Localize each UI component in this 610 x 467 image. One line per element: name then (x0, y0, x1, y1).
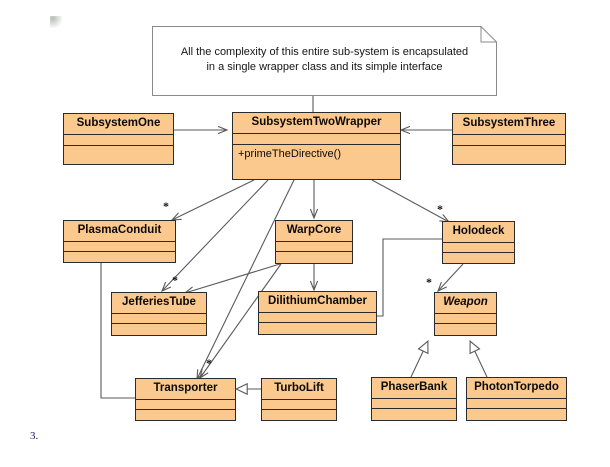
class-attributes-plasma-conduit (64, 241, 175, 252)
class-operations-warp-core (276, 252, 352, 263)
class-operations-phaser-bank (372, 409, 456, 420)
class-name-dilithium-chamber: DilithiumChamber (259, 292, 376, 313)
class-name-photon-torpedo: PhotonTorpedo (467, 378, 566, 399)
class-operations-holodeck (443, 252, 514, 263)
class-attributes-dilithium-chamber (259, 312, 376, 324)
class-operations-transporter (136, 409, 235, 420)
class-name-subsystem-three: SubsystemThree (453, 114, 565, 135)
class-operations-turbolift (262, 409, 336, 420)
class-attributes-turbolift (262, 399, 336, 410)
class-attributes-holodeck (443, 242, 514, 253)
class-name-turbolift: TurboLift (262, 379, 336, 400)
edge-holodeck-weapon (436, 263, 464, 293)
class-transporter[interactable]: Transporter (135, 378, 236, 421)
class-dilithium-chamber[interactable]: DilithiumChamber (258, 291, 377, 335)
figure-caption: 3. (30, 430, 39, 442)
class-operation-prime-the-directive: +primeTheDirective() (233, 144, 400, 164)
class-name-transporter: Transporter (136, 379, 235, 400)
class-jefferies-tube[interactable]: JefferiesTube (111, 292, 207, 336)
class-holodeck[interactable]: Holodeck (442, 221, 515, 264)
class-turbolift[interactable]: TurboLift (261, 378, 337, 421)
multiplicity-transporter: * (206, 356, 212, 370)
class-subsystem-one[interactable]: SubsystemOne (63, 113, 174, 165)
edge-wrapper-plasmaconduit (170, 179, 255, 221)
scan-artifact (50, 16, 64, 28)
class-attributes-transporter (136, 399, 235, 410)
edge-plasmaconduit-transporter (100, 262, 135, 399)
multiplicity-plasma-conduit: * (163, 199, 169, 213)
class-name-plasma-conduit: PlasmaConduit (64, 221, 175, 242)
edge-warpcore-jefferiestube (183, 263, 281, 295)
class-operations-plasma-conduit (64, 251, 175, 262)
class-operations-subsystem-three (453, 145, 565, 157)
class-photon-torpedo[interactable]: PhotonTorpedo (466, 377, 567, 421)
note-line-1: All the complexity of this entire sub-sy… (180, 46, 469, 58)
multiplicity-jefferies-tube: * (172, 273, 178, 287)
class-subsystem-three[interactable]: SubsystemThree (452, 113, 566, 165)
class-name-jefferies-tube: JefferiesTube (112, 293, 206, 314)
note-text: All the complexity of this entire sub-sy… (152, 26, 497, 96)
class-operations-subsystem-one (64, 145, 173, 157)
edge-wrapper-jefferiestube (160, 179, 269, 293)
note-line-2: in a single wrapper class and its simple… (206, 61, 443, 73)
multiplicity-weapon: * (426, 275, 432, 289)
edge-wrapper-holodeck (371, 179, 451, 223)
class-operations-weapon (435, 324, 496, 335)
class-attributes-phaser-bank (372, 398, 456, 410)
explanatory-note: All the complexity of this entire sub-sy… (152, 26, 497, 96)
class-plasma-conduit[interactable]: PlasmaConduit (63, 220, 176, 263)
class-attributes-jefferies-tube (112, 313, 206, 325)
class-attributes-photon-torpedo (467, 398, 566, 410)
class-subsystem-two-wrapper[interactable]: SubsystemTwoWrapper +primeTheDirective() (232, 112, 401, 180)
class-name-holodeck: Holodeck (443, 222, 514, 243)
edge-photontorpedo-weapon (469, 340, 488, 378)
class-attributes-weapon (435, 313, 496, 325)
edge-holodeck-dilithiumchamber (377, 238, 442, 317)
class-phaser-bank[interactable]: PhaserBank (371, 377, 457, 421)
class-attributes-subsystem-one (64, 134, 173, 146)
class-weapon[interactable]: Weapon (434, 292, 497, 336)
class-name-subsystem-one: SubsystemOne (64, 114, 173, 135)
class-name-weapon: Weapon (435, 293, 496, 314)
class-attributes-warp-core (276, 241, 352, 253)
class-name-phaser-bank: PhaserBank (372, 378, 456, 399)
class-operations-jefferies-tube (112, 324, 206, 335)
multiplicity-holodeck: * (437, 202, 443, 216)
class-attributes-subsystem-two-wrapper (233, 133, 400, 145)
class-name-warp-core: WarpCore (276, 221, 352, 242)
edge-wrapper-transporter (196, 179, 295, 381)
class-warp-core[interactable]: WarpCore (275, 220, 353, 264)
edge-warpcore-transporter (199, 263, 282, 380)
class-operations-dilithium-chamber (259, 323, 376, 334)
class-operations-photon-torpedo (467, 409, 566, 420)
class-attributes-subsystem-three (453, 134, 565, 146)
edge-phaserbank-weapon (410, 340, 429, 378)
class-name-subsystem-two-wrapper: SubsystemTwoWrapper (233, 113, 400, 134)
note-shape (152, 26, 497, 96)
